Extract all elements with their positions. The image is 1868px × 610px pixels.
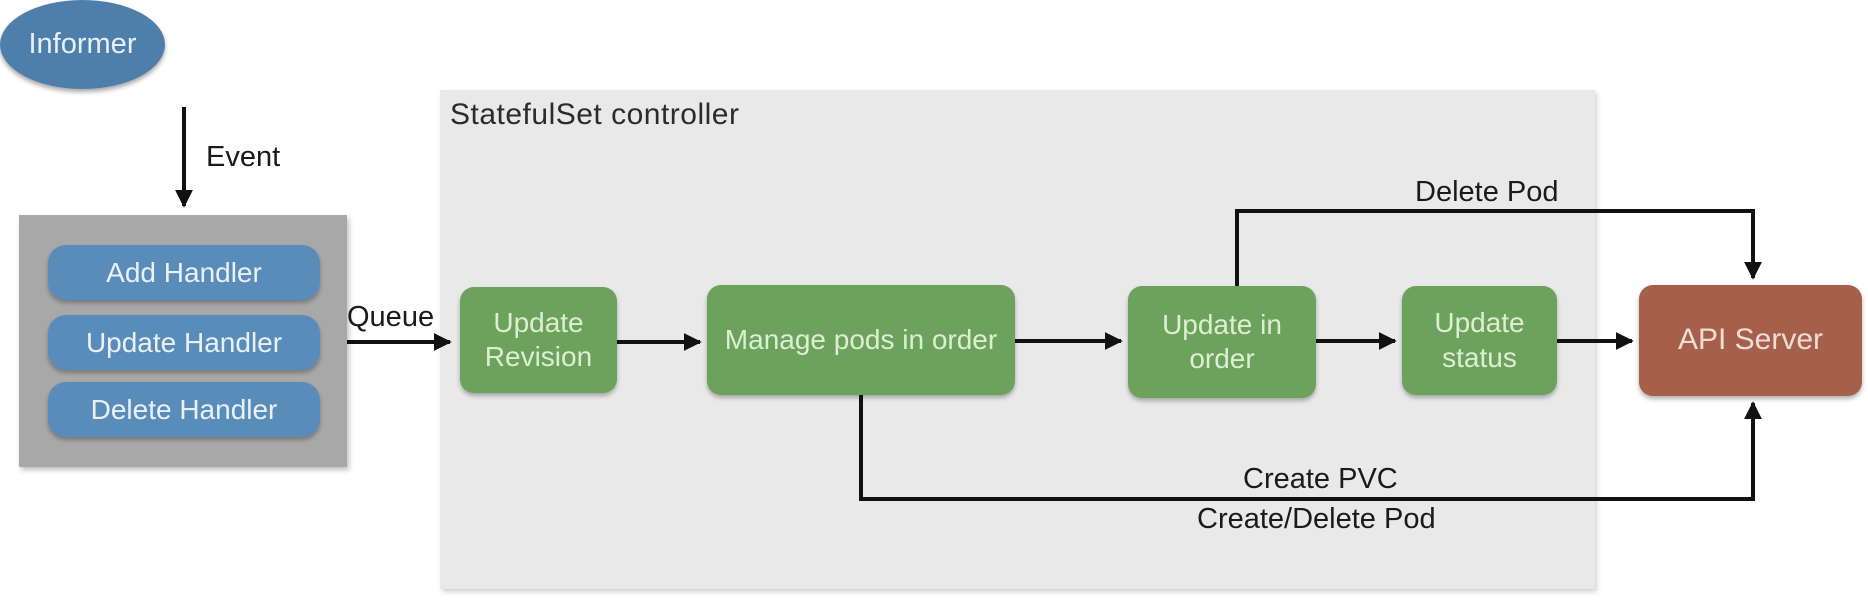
delete-handler-node: Delete Handler — [48, 382, 320, 437]
queue-edge-label: Queue — [347, 301, 435, 333]
informer-node: Informer — [0, 0, 165, 89]
handlers-panel: Add Handler Update Handler Delete Handle… — [19, 215, 347, 467]
manage-pods-in-order-node: Manage pods in order — [707, 285, 1015, 395]
api-server-label: API Server — [1677, 323, 1824, 357]
edge-create-pvc-create-delete-pod — [859, 395, 1762, 501]
update-handler-label: Update Handler — [85, 326, 283, 358]
create-pvc-edge-label: Create PVC — [1243, 463, 1398, 495]
edge-delete-pod — [1235, 209, 1762, 286]
delete-handler-label: Delete Handler — [90, 393, 278, 425]
update-status-node: Update status — [1402, 286, 1557, 395]
update-revision-node: Update Revision — [460, 287, 617, 393]
api-server-node: API Server — [1639, 285, 1862, 396]
manage-pods-in-order-label: Manage pods in order — [724, 323, 998, 355]
event-edge-label: Event — [206, 141, 281, 173]
update-in-order-node: Update in order — [1128, 286, 1316, 398]
statefulset-controller-title: StatefulSet controller — [450, 98, 740, 131]
update-handler-node: Update Handler — [48, 315, 320, 370]
delete-pod-edge-label: Delete Pod — [1415, 176, 1559, 208]
create-delete-pod-edge-label: Create/Delete Pod — [1197, 503, 1436, 535]
add-handler-label: Add Handler — [106, 256, 262, 288]
informer-label: Informer — [28, 28, 137, 60]
update-in-order-label: Update in order — [1162, 308, 1282, 374]
update-revision-label: Update Revision — [484, 306, 593, 372]
update-status-label: Update status — [1434, 307, 1525, 373]
add-handler-node: Add Handler — [48, 245, 320, 300]
